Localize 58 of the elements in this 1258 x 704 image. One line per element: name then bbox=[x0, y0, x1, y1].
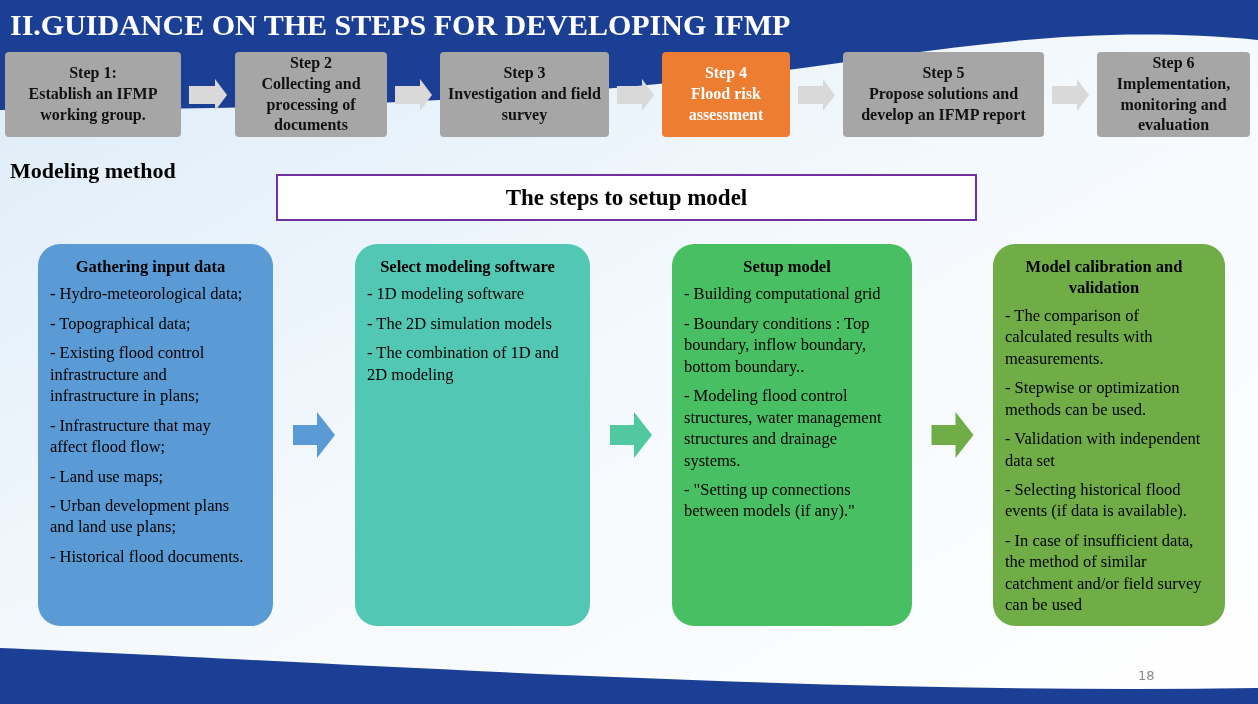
step-box bbox=[5, 52, 181, 137]
step-card bbox=[993, 244, 1225, 626]
card-heading: Model calibration and validation bbox=[1024, 256, 1184, 299]
bullet-text: - Validation with independent data set bbox=[1005, 428, 1202, 471]
block-arrow bbox=[1052, 79, 1089, 111]
step-box bbox=[1097, 52, 1250, 137]
step-text: Establish an IFMP working group. bbox=[27, 84, 159, 126]
section-heading: Modeling method bbox=[10, 158, 176, 184]
bullet-text: - 1D modeling software bbox=[367, 283, 526, 305]
bullet-text: - Topographical data; bbox=[50, 312, 192, 335]
bullet-text: - Boundary conditions : Top boundary, inflow boundary, bottom boundary.. bbox=[684, 312, 871, 378]
block-arrow bbox=[189, 79, 227, 111]
heading-text: The steps to setup model bbox=[505, 184, 748, 211]
bullet-text: - Stepwise or optimization methods can be used. bbox=[1005, 377, 1181, 421]
step-text: Implementation, monitoring and evaluation bbox=[1115, 73, 1232, 136]
bullet-text: - Land use maps; bbox=[50, 465, 165, 487]
step-number: Step 2 bbox=[289, 52, 333, 74]
block-arrow bbox=[610, 412, 652, 458]
bullet-text: - Urban development plans and land use plans; bbox=[50, 494, 231, 538]
step-number: Step 3 bbox=[503, 63, 546, 84]
step-box bbox=[843, 52, 1044, 137]
bullet-text: - The combination of 1D and 2D modeling bbox=[367, 342, 560, 386]
step-card bbox=[38, 244, 273, 626]
step-card bbox=[672, 244, 912, 626]
bullet-text: - In case of insufficient data, the method of similar catchment and/or field survey can be used bbox=[1005, 529, 1203, 616]
card-heading: Gathering input data bbox=[74, 256, 227, 278]
step-text: Investigation and field survey bbox=[447, 84, 602, 126]
bullet-text: - The comparison of calculated results with measurements. bbox=[1005, 304, 1154, 370]
block-arrow bbox=[931, 412, 974, 458]
step-number: Step 5 bbox=[922, 63, 965, 84]
bullet-text: - Hydro-meteorological data; bbox=[50, 283, 244, 305]
bullet-text: - Infrastructure that may affect flood flow; bbox=[50, 414, 212, 458]
card-heading: Setup model bbox=[742, 256, 832, 278]
step-number: Step 4 bbox=[704, 63, 748, 84]
step-text: Flood risk assessment bbox=[687, 84, 765, 125]
heading-box bbox=[276, 174, 977, 221]
bullet-text: - "Setting up connections between models (if any)." bbox=[684, 478, 856, 522]
bullet-text: - The 2D simulation models bbox=[367, 312, 553, 335]
step-number: Step 1: bbox=[69, 63, 117, 84]
step-text: Propose solutions and develop an IFMP report bbox=[860, 84, 1027, 126]
bullet-text: - Modeling flood control structures, water management structures and drainage systems. bbox=[684, 385, 883, 471]
step-card bbox=[355, 244, 590, 626]
slide-title: II.GUIDANCE ON THE STEPS FOR DEVELOPING IFMP bbox=[10, 8, 791, 42]
block-arrow bbox=[293, 412, 335, 458]
bullet-text: - Existing flood control infrastructure and infrastructure in plans; bbox=[50, 342, 206, 407]
card-heading: Select modeling software bbox=[379, 256, 556, 278]
step-box bbox=[235, 52, 387, 137]
block-arrow bbox=[395, 79, 432, 111]
current-step-box bbox=[662, 52, 790, 137]
step-number: Step 6 bbox=[1152, 52, 1195, 74]
bullet-text: - Selecting historical flood events (if data is available). bbox=[1005, 478, 1188, 522]
block-arrow bbox=[617, 79, 654, 111]
step-text: Collecting and processing of documents bbox=[260, 73, 362, 136]
bullet-text: - Building computational grid bbox=[684, 283, 882, 305]
bullet-text: - Historical flood documents. bbox=[50, 545, 245, 568]
page-number: 18 bbox=[1138, 668, 1155, 683]
step-box bbox=[440, 52, 609, 137]
block-arrow bbox=[798, 79, 835, 111]
